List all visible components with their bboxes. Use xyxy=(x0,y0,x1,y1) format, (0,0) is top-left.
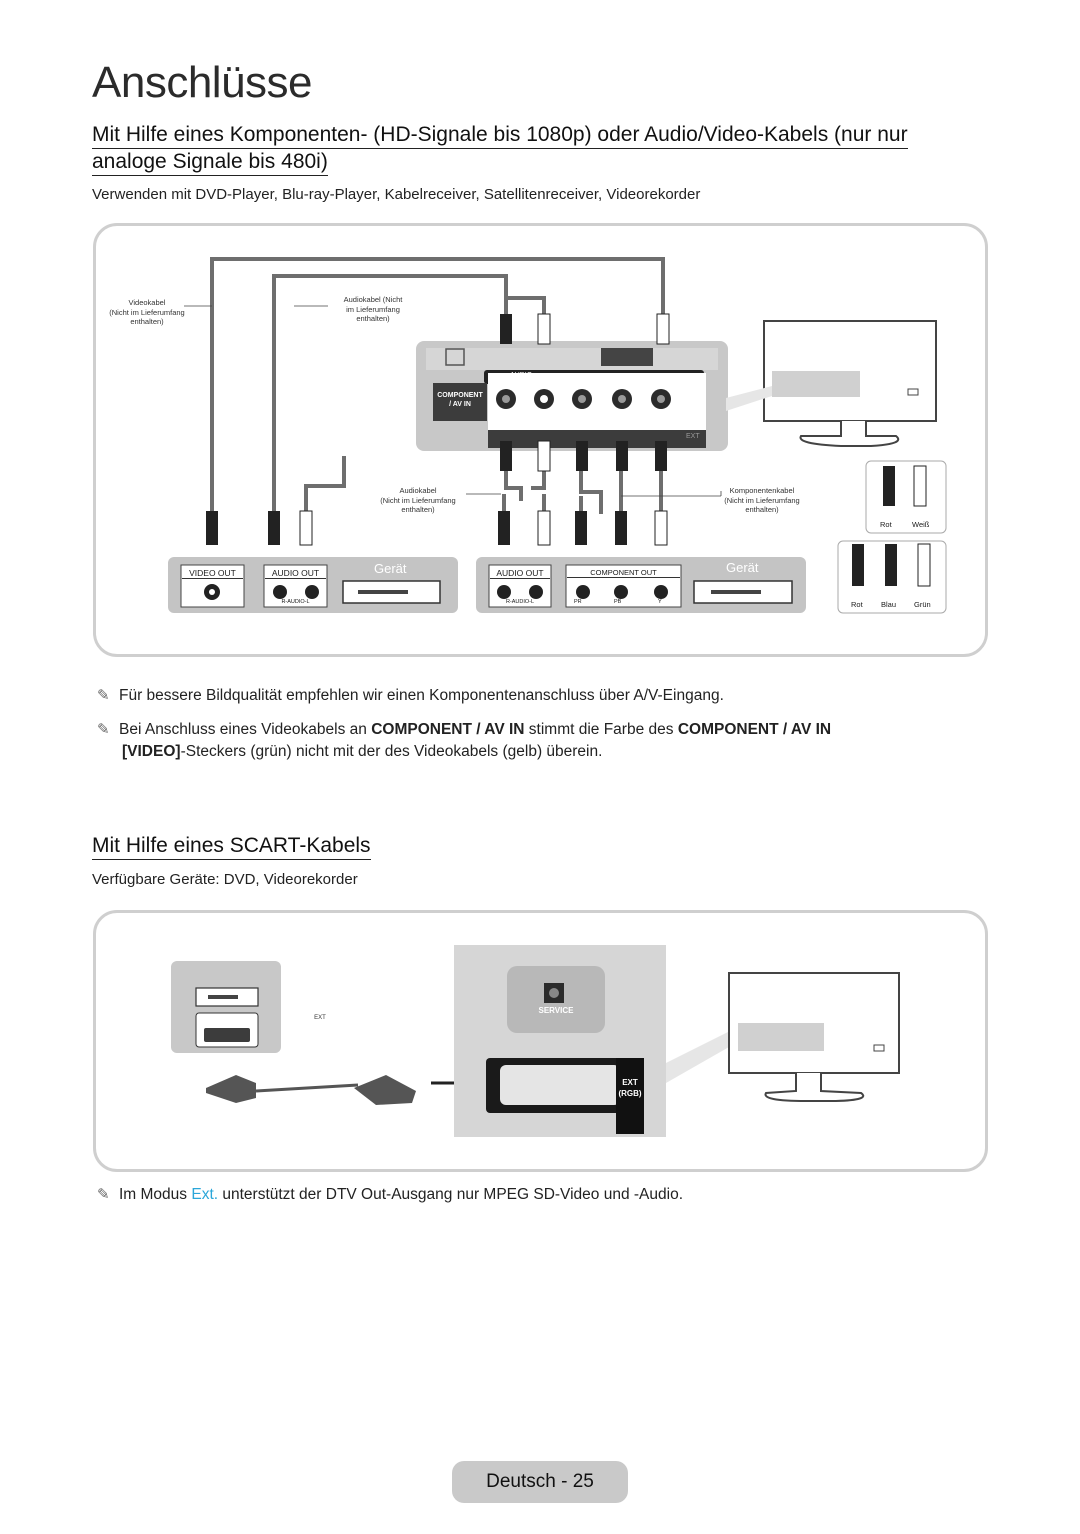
label-audiokabel-mid-line3: enthalten) xyxy=(401,505,435,514)
scart-connection-diagram: EXT SERVICE EXT (RGB) xyxy=(93,910,988,1172)
component-connection-diagram: Videokabel (Nicht im Lieferumfang enthal… xyxy=(93,223,988,657)
panel-component-av-in-label: COMPONENT / AV IN xyxy=(433,391,487,409)
device-right-comp-pb: PB xyxy=(614,599,622,605)
device-left-video-out: VIDEO OUT xyxy=(182,568,243,579)
label-videokabel-line1: Videokabel xyxy=(128,298,166,307)
label-audiokabel-top: Audiokabel (Nicht im Lieferumfang enthal… xyxy=(328,295,418,324)
panel-component-label: COMPONENT xyxy=(437,392,483,399)
legend-top-rot: Rot xyxy=(880,520,892,529)
note-3-text-c: unterstützt der DTV Out-Ausgang nur MPEG… xyxy=(218,1186,684,1203)
scart-panel-ext-text: EXT xyxy=(622,1078,638,1087)
pencil-note-icon: ✎ xyxy=(97,1186,110,1203)
device-right-audio-out: AUDIO OUT xyxy=(490,568,550,579)
device-right-comp-y: Y xyxy=(658,599,662,605)
pencil-note-icon: ✎ xyxy=(97,687,110,704)
scart-panel-rgb-text: (RGB) xyxy=(618,1089,642,1098)
section1-heading-line2: analoge Signale bis 480i) xyxy=(92,148,328,176)
note-2-line2: [VIDEO]-Steckers (grün) nicht mit der de… xyxy=(97,741,977,763)
label-komponentenkabel: Komponentenkabel (Nicht im Lieferumfang … xyxy=(712,486,812,515)
label-audiokabel-mid: Audiokabel (Nicht im Lieferumfang enthal… xyxy=(368,486,468,515)
note-3: ✎ Im Modus Ext. unterstützt der DTV Out-A… xyxy=(97,1184,977,1206)
device-right-audio-sub: R-AUDIO-L xyxy=(505,599,535,605)
scart-device-ext-label: EXT xyxy=(314,1015,326,1021)
label-audiokabel-top-line3: enthalten) xyxy=(356,314,390,323)
note-2-text-c: stimmt die Farbe des xyxy=(524,721,678,738)
pencil-note-icon: ✎ xyxy=(97,721,110,738)
label-audiokabel-mid-line2: (Nicht im Lieferumfang xyxy=(380,495,456,505)
panel-av-in-label: / AV IN xyxy=(449,401,471,408)
legend-bottom-gruen: Grün xyxy=(914,600,931,609)
label-audiokabel-top-line2: im Lieferumfang xyxy=(346,304,400,314)
section1-heading-line1: Mit Hilfe eines Komponenten- (HD-Signale… xyxy=(92,121,908,149)
note-1-text: Für bessere Bildqualität empfehlen wir e… xyxy=(119,687,724,704)
device-left-name: Gerät xyxy=(374,561,407,576)
legend-top-weiss: Weiß xyxy=(912,520,930,529)
page-footer-badge: Deutsch - 25 xyxy=(452,1461,628,1503)
note-2-text-d: COMPONENT / AV IN xyxy=(677,721,832,738)
label-komponentenkabel-line1: Komponentenkabel xyxy=(729,486,795,495)
panel-audio-label: AUDIO xyxy=(510,372,533,379)
note-2-text-e: [VIDEO] xyxy=(122,743,181,760)
label-videokabel-line2: (Nicht im Lieferumfang xyxy=(109,307,185,317)
device-left-audio-out: AUDIO OUT xyxy=(265,568,326,579)
label-videokabel-line3: enthalten) xyxy=(130,317,164,326)
device-left-audio-sub: R-AUDIO-L xyxy=(281,599,310,605)
device-right-component-out: COMPONENT OUT xyxy=(567,568,680,578)
note-3-text-b: Ext. xyxy=(191,1186,219,1203)
scart-panel-ext-label: EXT (RGB) xyxy=(614,1077,646,1099)
panel-ext-label: EXT xyxy=(686,433,700,440)
scart-service-label: SERVICE xyxy=(538,1006,574,1015)
label-videokabel: Videokabel (Nicht im Lieferumfang enthal… xyxy=(98,298,196,327)
label-audiokabel-top-line1: Audiokabel (Nicht xyxy=(343,295,403,304)
page-title: Anschlüsse xyxy=(92,58,313,107)
device-right-comp-pr: PR xyxy=(574,599,582,605)
note-2-text-f: -Steckers (grün) nicht mit der des Video… xyxy=(180,743,603,760)
note-1: ✎ Für bessere Bildqualität empfehlen wir … xyxy=(97,685,977,707)
section2-subtitle: Verfügbare Geräte: DVD, Videorekorder xyxy=(92,871,358,888)
note-2: ✎ Bei Anschluss eines Videokabels an COMP… xyxy=(97,719,977,763)
legend-bottom-rot: Rot xyxy=(851,600,863,609)
label-komponentenkabel-line2: (Nicht im Lieferumfang xyxy=(724,495,800,505)
note-2-text-a: Bei Anschluss eines Videokabels an xyxy=(119,721,372,738)
label-audiokabel-mid-line1: Audiokabel xyxy=(399,486,437,495)
label-komponentenkabel-line3: enthalten) xyxy=(745,505,779,514)
note-2-text-b: COMPONENT / AV IN xyxy=(371,721,525,738)
section2-heading: Mit Hilfe eines SCART-Kabels xyxy=(92,832,371,860)
legend-bottom-blau: Blau xyxy=(881,600,897,609)
scart-diagram-graphic xyxy=(171,945,900,1137)
device-right-name: Gerät xyxy=(726,560,759,575)
note-3-text-a: Im Modus xyxy=(119,1186,192,1203)
component-diagram-graphic xyxy=(168,257,947,614)
section1-subtitle: Verwenden mit DVD-Player, Blu-ray-Player… xyxy=(92,186,701,203)
